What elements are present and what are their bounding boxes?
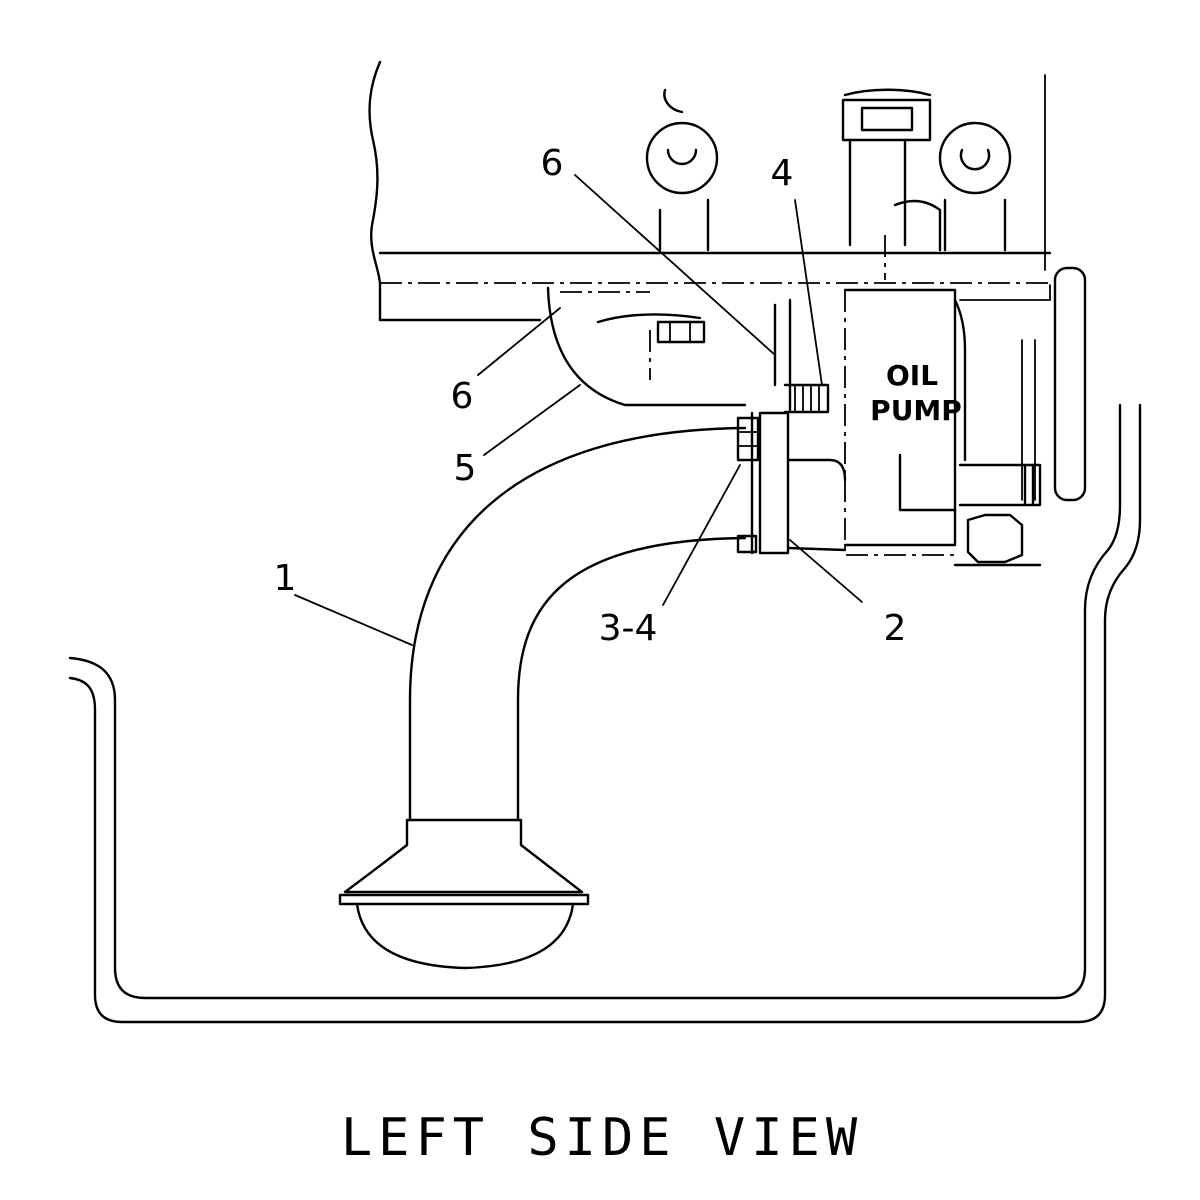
callout-6-upper: 6	[541, 143, 564, 184]
leader-lines	[294, 174, 863, 646]
callout-6-lower: 6	[451, 376, 474, 417]
callout-3-4: 3-4	[599, 608, 658, 649]
oil-pump-body	[843, 266, 1087, 567]
oil-pump-label-line1: OIL	[886, 359, 938, 392]
callout-4: 4	[771, 153, 794, 194]
callout-2: 2	[884, 608, 907, 649]
bracket-tube	[546, 286, 830, 414]
callout-5: 5	[454, 448, 477, 489]
flange-gasket	[736, 411, 847, 555]
suction-tube	[408, 426, 747, 822]
oil-pump-label-line2: PUMP	[870, 394, 962, 427]
oil-pan	[68, 403, 1142, 1024]
oil-strainer	[338, 818, 590, 970]
callout-1: 1	[274, 558, 297, 599]
engine-block	[368, 60, 1052, 322]
view-caption: LEFT SIDE VIEW	[341, 1108, 863, 1168]
